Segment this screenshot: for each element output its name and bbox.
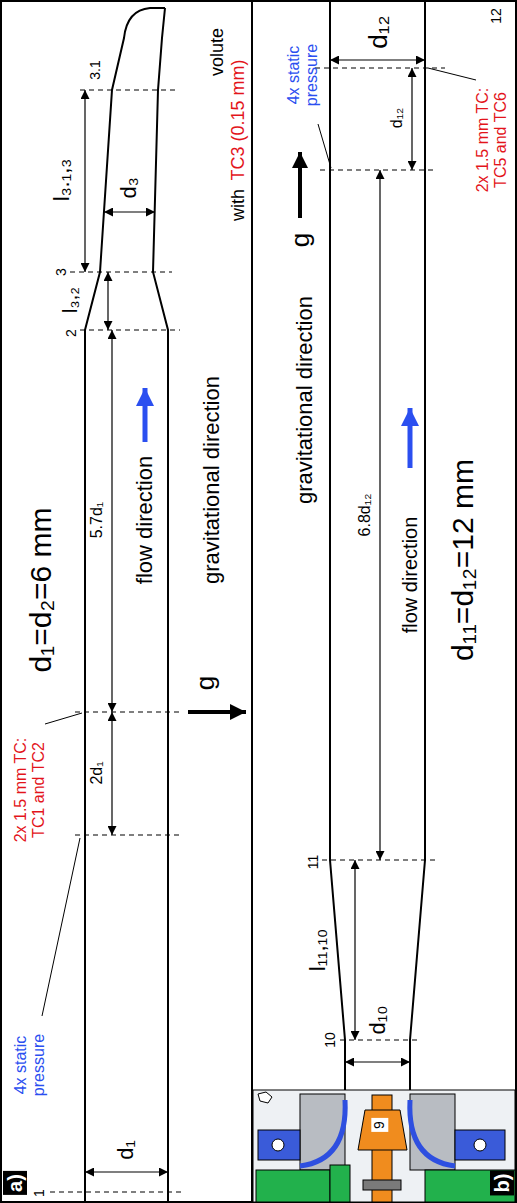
- shaft-collar: [363, 1180, 401, 1190]
- flow-arrow: [408, 408, 413, 468]
- casing-part: [410, 1094, 455, 1170]
- sensor-note: with: [229, 189, 249, 221]
- flow-arrow: [143, 388, 148, 442]
- flow-label: flow direction: [399, 517, 421, 634]
- bearing-part: [455, 1130, 505, 1160]
- base-plate: [425, 1170, 515, 1202]
- section-line: [80, 89, 175, 90]
- sensor-note: 2x 1.5 mm TC: TC1 and TC2: [12, 728, 47, 853]
- pipe-wall: [330, 2, 345, 1090]
- gravity-arrow: [298, 152, 302, 218]
- dimension-label: l₃.₁,₃: [50, 159, 74, 201]
- dimension-arrow: [411, 68, 412, 170]
- flow-label: flow direction: [133, 456, 157, 584]
- dimension-arrow: [111, 712, 112, 835]
- gravity-symbol: g: [286, 233, 315, 247]
- section-line: [75, 834, 180, 835]
- section-line: [315, 67, 445, 68]
- dimension-arrow: [84, 90, 85, 272]
- pipe-wall: [85, 8, 165, 1202]
- sensor-note: TC3 (0.15 mm): [229, 59, 249, 180]
- section-line: [320, 169, 435, 170]
- section-line: [80, 329, 180, 330]
- dimension-arrow: [107, 272, 108, 330]
- impeller-hub: [358, 1110, 407, 1150]
- panel-letter: a): [3, 1171, 27, 1195]
- section-number: 9: [371, 1118, 388, 1132]
- dimension-label: d₁₂: [388, 108, 406, 129]
- section-number: 2: [64, 329, 79, 337]
- dimension-label: d₁₂: [364, 15, 393, 48]
- dimension-label: l₁₁,₁₀: [306, 929, 330, 971]
- gravity-arrow: [188, 710, 246, 714]
- dimension-label: d₁: [114, 1140, 138, 1160]
- section-line: [340, 1039, 418, 1040]
- impeller-blade: [300, 1100, 345, 1166]
- dimension-arrow: [379, 170, 380, 860]
- dimension-label: 2d₁: [88, 761, 106, 784]
- gravity-symbol: g: [191, 676, 220, 690]
- part-name: volute: [208, 28, 228, 76]
- casing-part: [300, 1094, 345, 1170]
- sensor-note: 4x static pressure: [12, 1020, 47, 1110]
- section-line: [75, 711, 180, 712]
- panel-letter: b): [490, 1171, 514, 1196]
- sensor-note: 2x 1.5 mm TC: TC5 and TC6: [474, 78, 509, 203]
- dimension-label: d₃: [117, 177, 141, 198]
- dimension-arrow: [104, 211, 155, 212]
- diameter-note: d₁₁=d₁₂=12 mm: [446, 459, 479, 661]
- bearing-part: [258, 1130, 300, 1160]
- gravity-label: gravitational direction: [293, 296, 317, 504]
- dimension-arrow: [330, 59, 425, 60]
- section-number: 3: [54, 268, 69, 276]
- seal-ring: [272, 1139, 284, 1151]
- section-number: 3.1: [88, 60, 103, 79]
- pipe-wall: [153, 8, 168, 1202]
- section-number: 10: [323, 1032, 338, 1048]
- leader-line: [42, 838, 80, 1016]
- base-plate: [330, 1165, 350, 1202]
- section-number: 12: [489, 8, 504, 24]
- section-line: [50, 1191, 185, 1192]
- gravity-label: gravitational direction: [200, 376, 224, 584]
- section-number: 1: [32, 1189, 47, 1197]
- leader-line: [318, 124, 331, 168]
- dimension-arrow: [354, 860, 355, 1040]
- base-plate: [256, 1170, 330, 1202]
- dimension-label: d₁₀: [366, 1006, 390, 1035]
- dimension-label: 5.7d₁: [88, 502, 106, 539]
- sensor-note: 4x static pressure: [285, 30, 320, 120]
- dimension-label: 6.8d₁₂: [356, 494, 374, 537]
- pump-housing: [253, 1090, 515, 1202]
- dimension-label: l₃,₂: [59, 287, 81, 313]
- panel-divider: [251, 1, 253, 1202]
- leader-line: [45, 713, 82, 724]
- section-number: 11: [306, 855, 321, 870]
- dimension-arrow: [111, 330, 112, 712]
- section-line: [322, 859, 435, 860]
- leader-line: [428, 68, 476, 80]
- seal-ring: [474, 1139, 486, 1151]
- diameter-note: d₁=d₂=6 mm: [24, 507, 57, 672]
- dimension-arrow: [85, 1171, 168, 1172]
- sensor-icon: [258, 1092, 272, 1103]
- dimension-arrow: [345, 1061, 410, 1062]
- impeller-blade: [410, 1100, 455, 1166]
